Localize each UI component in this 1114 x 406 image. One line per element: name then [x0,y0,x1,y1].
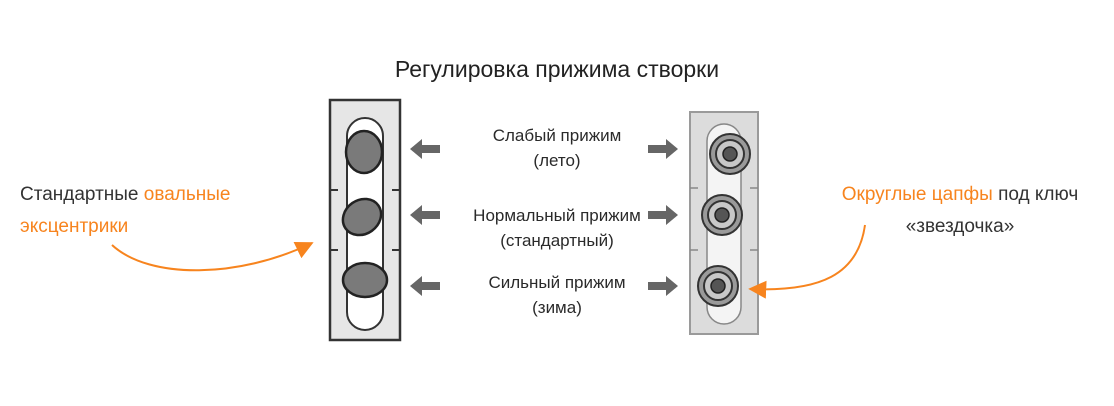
left-note-accent2: эксцентрики [20,216,129,237]
mode-strong-line2: (зима) [532,298,582,317]
diagram-title: Регулировка прижима створки [394,56,720,82]
left-note: Стандартные овальные эксцентрики [20,179,300,243]
round-trunnion-2 [701,194,743,236]
right-arrows [648,139,678,296]
oval-eccentric-3 [341,261,389,299]
mode-weak-line2: (лето) [533,151,581,170]
left-note-accent1: овальные [143,184,231,205]
left-arrows [410,139,440,296]
round-trunnion-3 [697,265,739,307]
right-note-plain1: под ключ [992,184,1079,205]
arrow-left-icon [410,139,440,159]
orange-pointer-right [748,224,866,299]
right-note: Округлые цапфы под ключ «звездочка» [815,179,1105,243]
mode-normal-line2: (стандартный) [500,231,614,250]
arrow-right-icon [648,276,678,296]
mode-weak-caption: Слабый прижим (лето) [437,123,677,173]
left-strip [328,98,402,342]
oval-eccentric-2 [341,197,383,237]
round-trunnion-1 [709,133,751,175]
mode-normal-caption: Нормальный прижим (стандартный) [437,203,677,253]
orange-pointer-left [111,241,314,272]
mode-weak-line1: Слабый прижим [492,126,622,145]
right-strip [689,111,759,335]
right-note-accent: Округлые цапфы [841,184,993,205]
mode-normal-line1: Нормальный прижим [473,206,641,225]
arrow-right-icon [648,139,678,159]
right-note-plain2: «звездочка» [905,216,1015,237]
left-note-plain: Стандартные [20,184,144,205]
mode-strong-line1: Сильный прижим [488,273,626,292]
arrow-right-icon [648,205,678,225]
oval-eccentric-1 [344,129,384,175]
mode-strong-caption: Сильный прижим (зима) [437,270,677,320]
arrow-left-icon [410,276,440,296]
arrow-left-icon [410,205,440,225]
